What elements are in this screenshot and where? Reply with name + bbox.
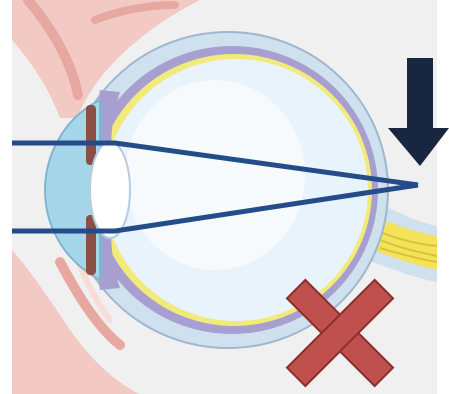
vitreous-highlight — [125, 80, 305, 270]
lens — [90, 142, 130, 238]
